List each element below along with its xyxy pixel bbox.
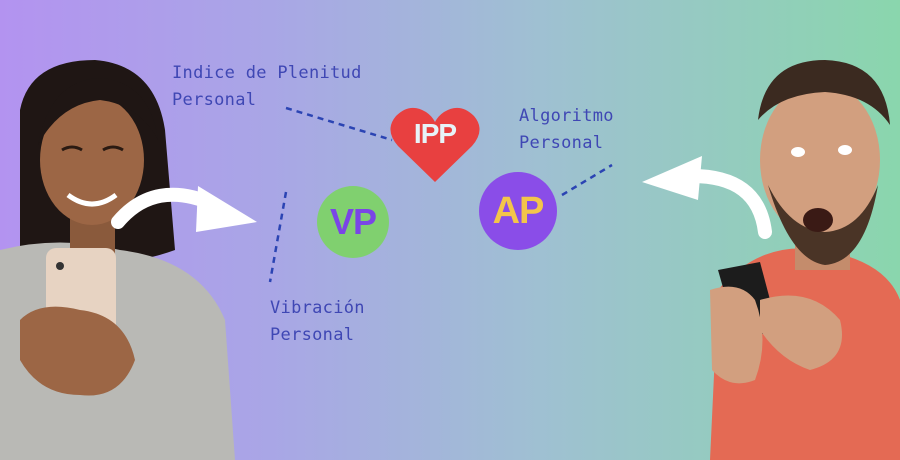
label-ipp-line2: Personal (172, 90, 257, 110)
badge-ipp: IPP (413, 118, 457, 149)
label-algoritmo-personal: Algoritmo Personal (519, 103, 614, 157)
label-ap-line2: Personal (519, 133, 604, 153)
man-with-phone-photo (710, 60, 900, 460)
label-vibracion-personal: Vibración Personal (270, 295, 365, 349)
dashed-connector-vp (268, 191, 288, 283)
label-indice-plenitud-personal: Indice de Plenitud Personal (172, 60, 362, 114)
dashed-connector-ap (561, 163, 613, 197)
label-vp-line1: Vibración (270, 298, 365, 318)
label-ipp-line1: Indice de Plenitud (172, 63, 362, 83)
woman-with-phone-photo (0, 60, 235, 460)
curved-arrow-right-icon (111, 186, 257, 232)
curved-arrow-left-icon (642, 156, 772, 239)
badge-vp: VP (317, 186, 389, 258)
badge-ap: AP (479, 172, 557, 250)
heart-icon (390, 107, 480, 182)
label-ap-line1: Algoritmo (519, 106, 614, 126)
dashed-connector-ipp (285, 106, 393, 142)
label-vp-line2: Personal (270, 325, 355, 345)
